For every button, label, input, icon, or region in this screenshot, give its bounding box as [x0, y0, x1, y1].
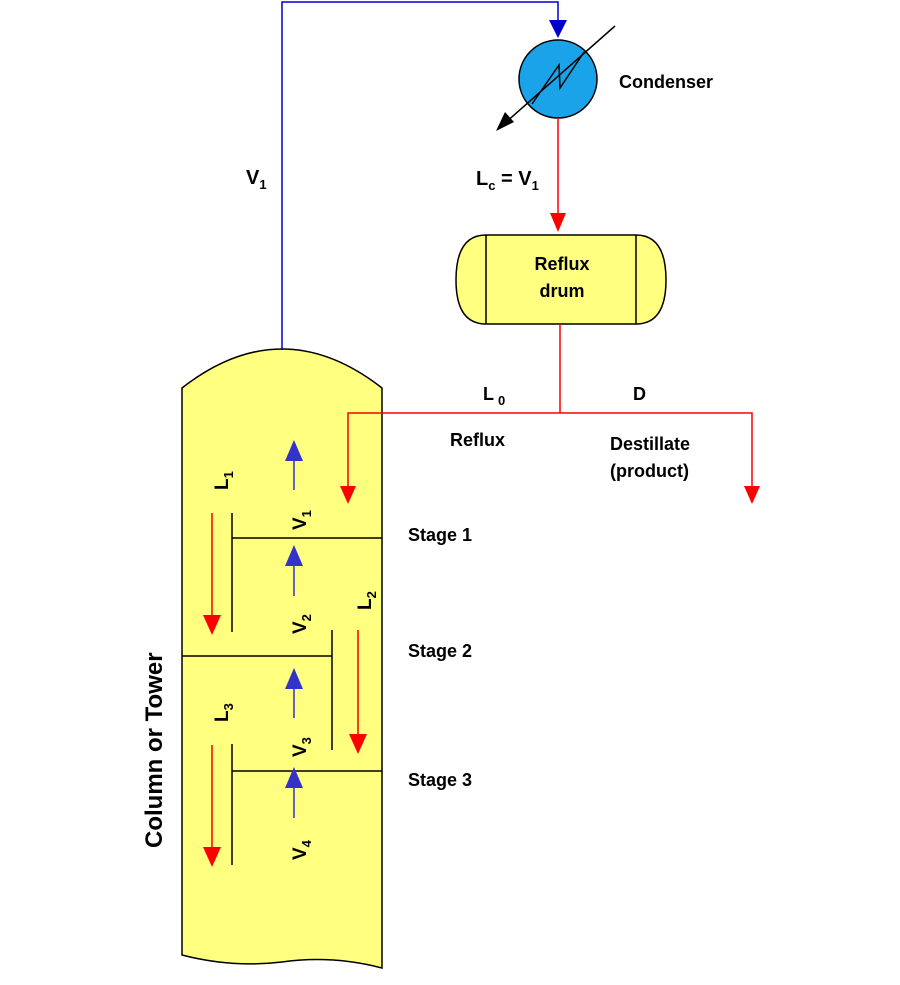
stage1-label: Stage 1 — [408, 525, 472, 545]
column-body — [181, 348, 383, 969]
l3-label: L3 — [212, 703, 236, 722]
reflux-label: Reflux — [450, 430, 505, 450]
v2-arrowhead — [285, 545, 303, 566]
distillate-line — [560, 412, 753, 488]
reflux-drum-label-line1: Reflux — [534, 254, 589, 274]
l1-arrowhead — [203, 615, 221, 635]
reflux-line — [347, 412, 560, 488]
v1-arrowhead — [285, 440, 303, 461]
l2-arrowhead — [349, 734, 367, 754]
condenser-label: Condenser — [619, 72, 713, 92]
column-label: Column or Tower — [141, 652, 168, 848]
coolant-arrowhead — [496, 112, 514, 131]
vapor-overhead-line — [281, 1, 559, 350]
d-label: D — [633, 384, 646, 404]
condenser-coil — [531, 51, 585, 105]
stage3-label: Stage 3 — [408, 770, 472, 790]
l2-label: L2 — [355, 591, 379, 610]
v2-stream-label: V2 — [290, 614, 314, 634]
v4-arrowhead — [285, 767, 303, 788]
v1-stream-label: V1 — [290, 510, 314, 530]
coolant-line — [504, 25, 616, 124]
vapor-overhead-label: V1 — [246, 167, 267, 192]
condensate-label: Lc = V1 — [476, 168, 539, 193]
distillate-arrowhead — [744, 486, 760, 504]
reflux-arrowhead — [340, 486, 356, 504]
distillate-label-line1: Destillate — [610, 434, 690, 454]
reflux-drum — [455, 234, 667, 325]
stage2-label: Stage 2 — [408, 641, 472, 661]
v4-stream-label: V4 — [290, 839, 314, 860]
l1-label: L1 — [212, 471, 236, 490]
v3-arrowhead — [285, 668, 303, 689]
distillate-label-line2: (product) — [610, 461, 689, 481]
l3-arrowhead — [203, 847, 221, 867]
vapor-overhead-arrowhead — [549, 20, 567, 38]
v3-stream-label: V3 — [290, 737, 314, 757]
reflux-drum-label-line2: drum — [540, 281, 585, 301]
condensate-arrowhead — [550, 213, 566, 232]
